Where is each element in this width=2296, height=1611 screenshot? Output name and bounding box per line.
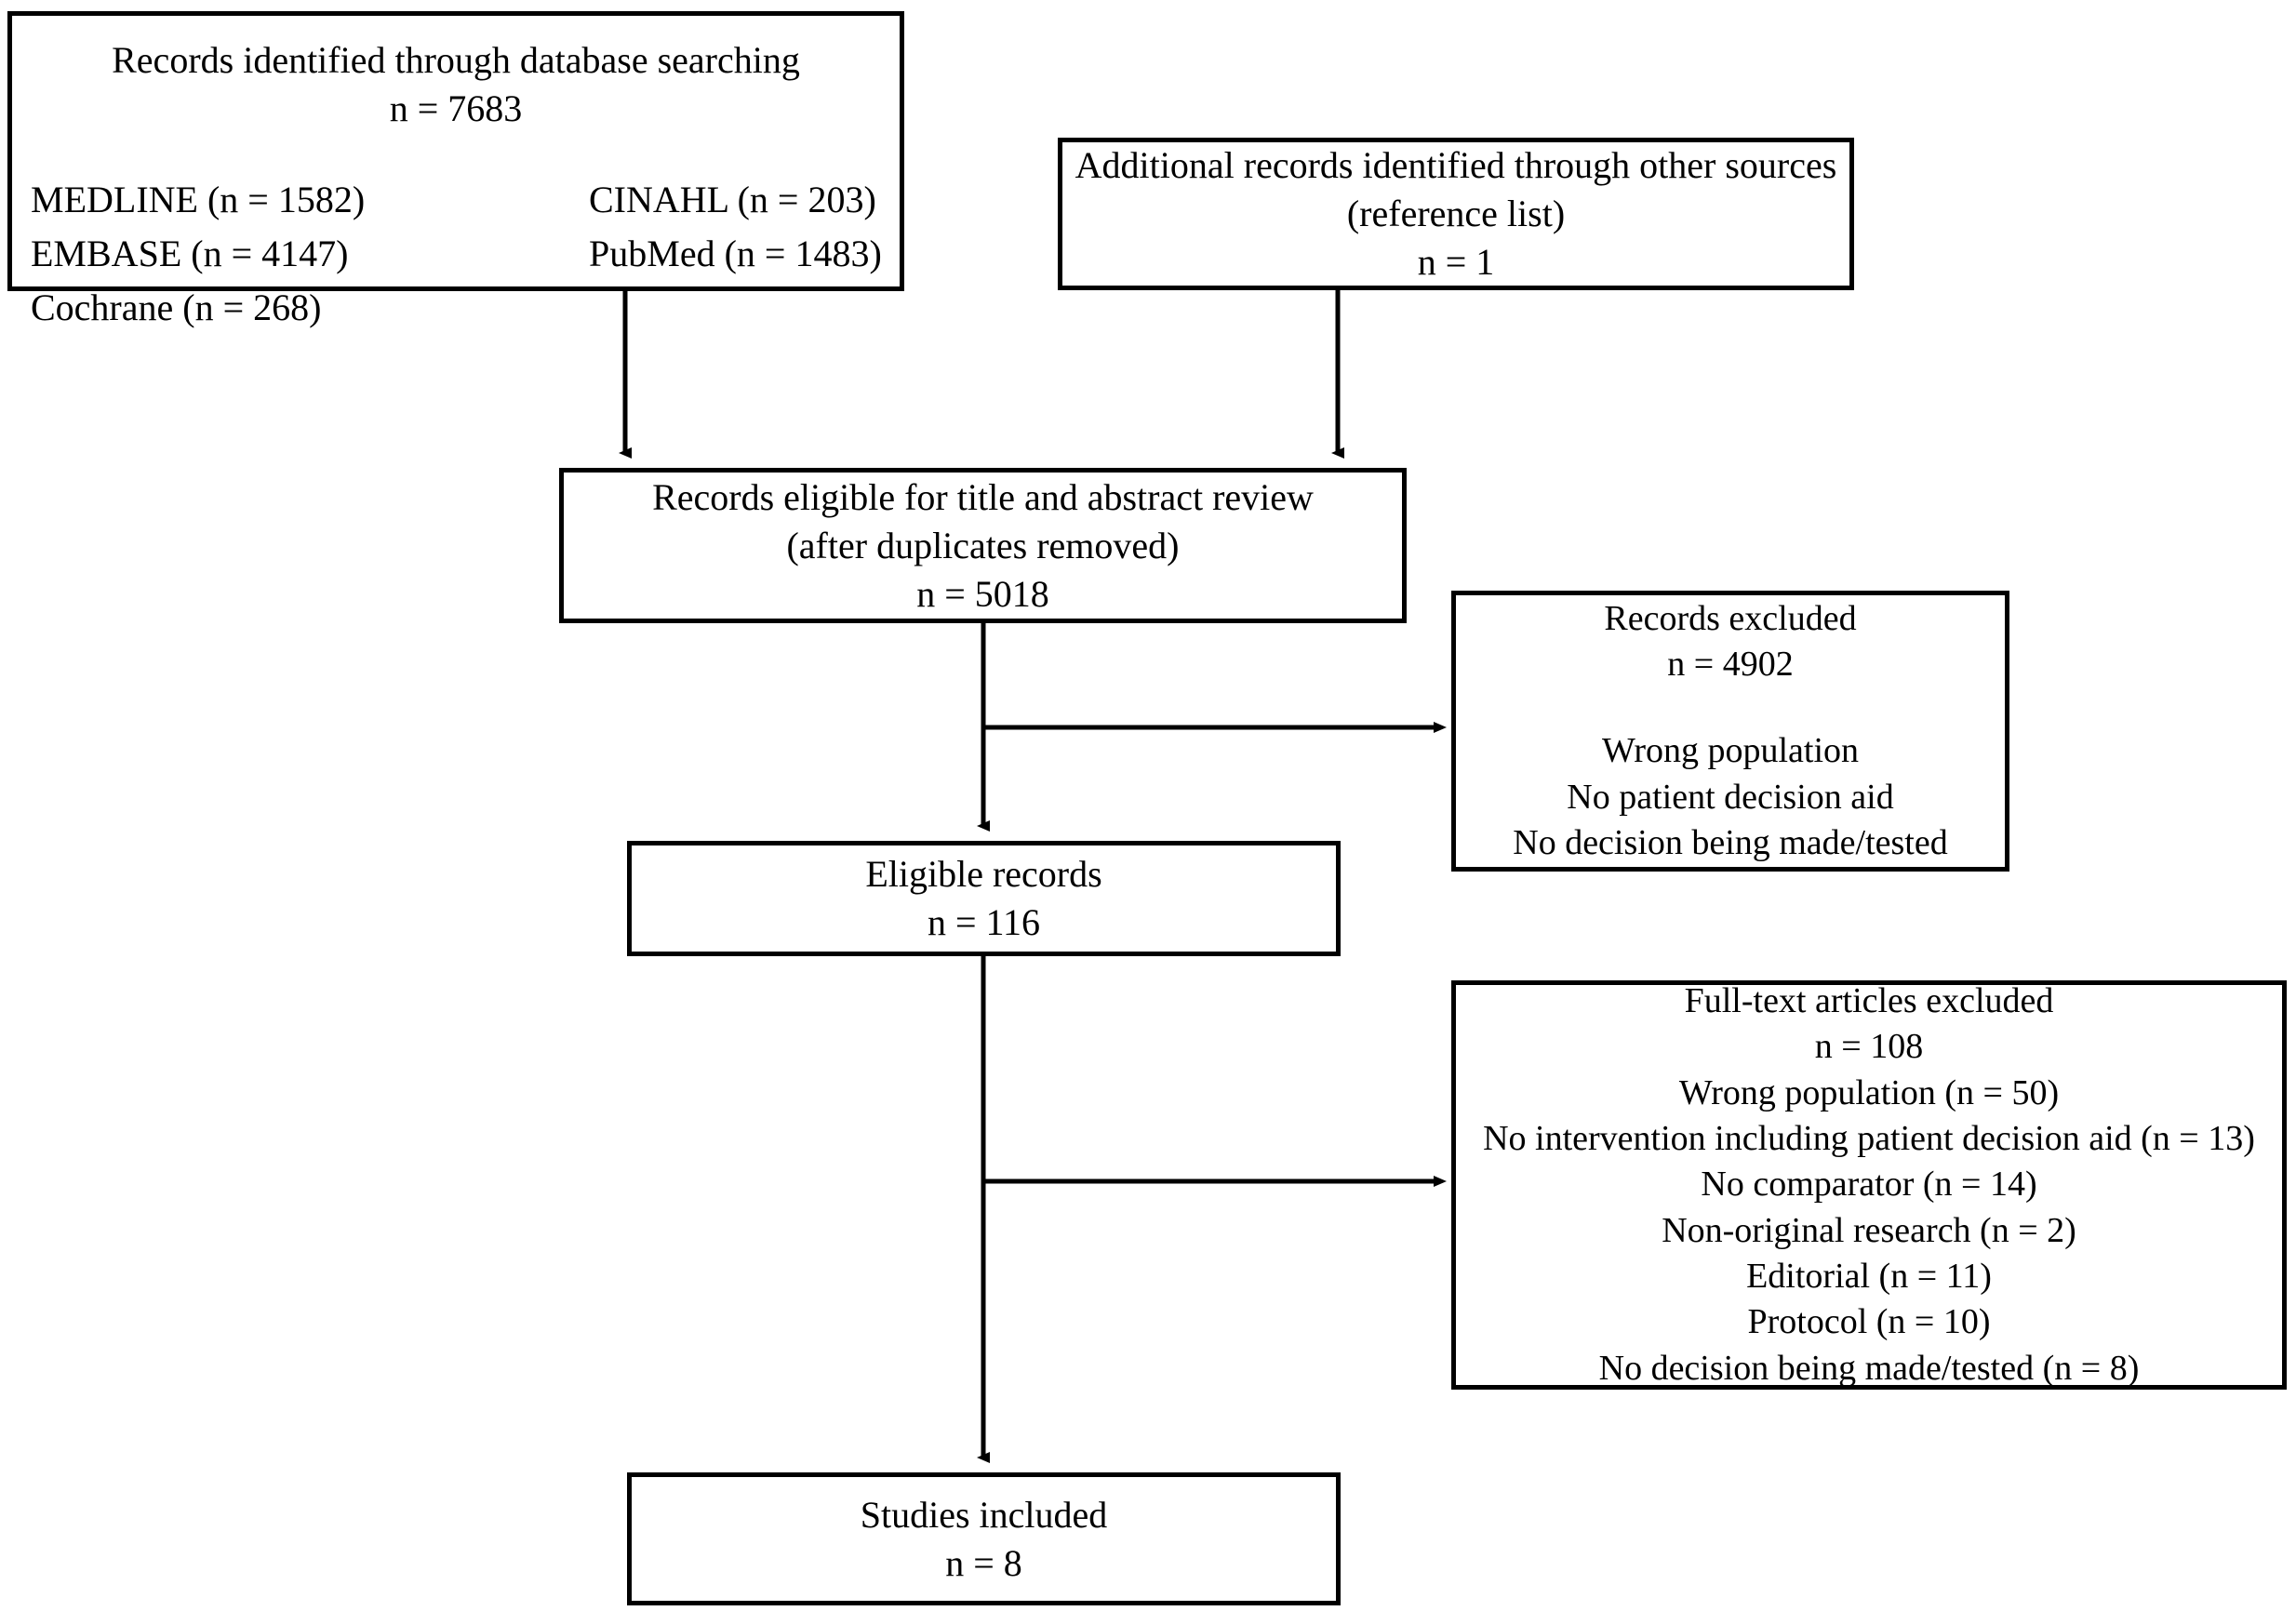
eligible-records-count: n = 116 [927,901,1041,943]
records-excluded-count: n = 4902 [1667,644,1794,684]
database-search-header: Records identified through database sear… [12,36,900,133]
title-abstract-review-subtitle: (after duplicates removed) [786,524,1180,566]
box-records-excluded: Records excluded n = 4902 Wrong populati… [1451,591,2009,872]
box-records-identified-database-searching: Records identified through database sear… [7,11,904,328]
additional-records-subtitle: (reference list) [1346,193,1566,234]
source-embase: EMBASE (n = 4147) [31,233,349,274]
fulltext-excluded-reason-7: No decision being made/tested (n = 8) [1598,1348,2140,1388]
records-excluded-reason-3: No decision being made/tested [1513,823,1948,863]
box-studies-included: Studies included n = 8 [627,1472,1341,1605]
database-search-sources: MEDLINE (n = 1582) CINAHL (n = 203) EMBA… [12,176,900,332]
studies-included-title: Studies included [860,1493,1108,1536]
fulltext-excluded-title: Full-text articles excluded [1684,980,2054,1020]
title-abstract-review-title: Records eligible for title and abstract … [652,475,1314,518]
box-eligible-records: Eligible records n = 116 [627,841,1341,956]
box-additional-records-other-sources: Additional records identified through ot… [1058,138,1854,290]
source-empty-slot [589,284,900,332]
fulltext-excluded-count: n = 108 [1814,1027,1924,1067]
source-pubmed: PubMed (n = 1483) [589,233,882,274]
additional-records-count: n = 1 [1417,241,1495,283]
fulltext-excluded-reason-2: No intervention including patient decisi… [1483,1118,2255,1158]
fulltext-excluded-reason-5: Editorial (n = 11) [1746,1257,1992,1297]
title-abstract-review-count: n = 5018 [916,572,1049,615]
fulltext-excluded-reason-4: Non-original research (n = 2) [1662,1210,2076,1250]
source-medline: MEDLINE (n = 1582) [31,179,366,220]
database-search-title: Records identified through database sear… [112,39,800,81]
additional-records-title: Additional records identified through ot… [1075,144,1837,186]
database-search-count: n = 7683 [389,87,523,129]
source-cochrane: Cochrane (n = 268) [31,286,322,328]
fulltext-excluded-reason-1: Wrong population (n = 50) [1678,1072,2060,1112]
box-fulltext-articles-excluded: Full-text articles excluded n = 108 Wron… [1451,980,2287,1390]
records-excluded-title: Records excluded [1604,598,1857,638]
records-excluded-reason-2: No patient decision aid [1567,777,1894,817]
box-records-eligible-title-abstract-review: Records eligible for title and abstract … [559,468,1407,623]
fulltext-excluded-reason-6: Protocol (n = 10) [1747,1302,1991,1342]
fulltext-excluded-reason-3: No comparator (n = 14) [1701,1165,2037,1205]
source-cinahl: CINAHL (n = 203) [589,179,876,220]
studies-included-count: n = 8 [945,1541,1022,1584]
records-excluded-reason-1: Wrong population [1601,731,1860,771]
eligible-records-title: Eligible records [865,853,1102,895]
